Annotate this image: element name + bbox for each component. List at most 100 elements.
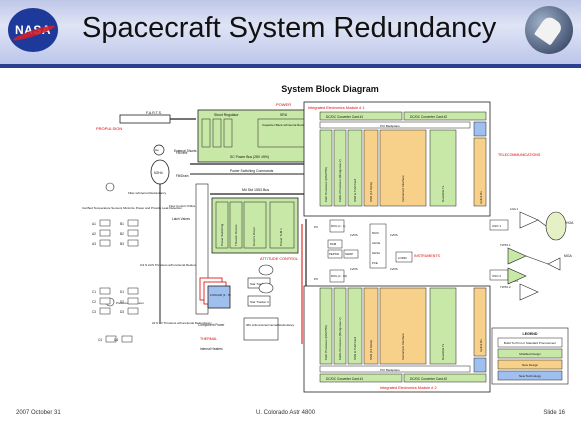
thruster-a1-label: A1 [92,222,96,226]
slide-title: Spacecraft System Redundancy [82,12,496,45]
thruster-drivers-card-label: Thruster Drivers [234,224,238,246]
iem-2-card-label-5: Downlink Tx [441,343,445,360]
mga-label: MGA [564,254,572,258]
mga-icon [548,258,560,270]
iem-1-card-label-3: SSR (16 Gbits) [369,182,373,202]
iem-1-card-label-0: C&C Processor (RAD750) [324,167,328,202]
legend-label-0: Build To Print or Standard Procurement [504,341,556,345]
thruster-d4-icon [122,336,132,342]
alice-label: ALICE [372,241,380,245]
legend-label-3: New Technology [519,374,541,378]
shunt-label: Shunt Regulator [214,113,239,117]
iem-2-card-label-0: C&C Processor (RAD750) [324,325,328,360]
latch-valves-label: Latch Valves [172,217,190,221]
thruster-b3-label: B3 [120,242,124,246]
thruster-d2-label: D2 [120,300,124,304]
tank-label: N2H4 [154,171,163,175]
thruster-c1-label: C1 [92,290,96,294]
iem-2-card-label-3: SSR (16 Gbits) [369,340,373,360]
hga-dish-icon [546,212,566,240]
component-power-label: Component Power [198,323,225,327]
thruster-d1-label: D1 [120,290,124,294]
diagram-title: System Block Diagram [281,84,379,94]
footer-slide-number: Slide 16 [543,410,565,416]
pce-label: PCE [372,261,378,265]
helium-label: He [155,148,159,152]
shuttle-icon [534,14,564,45]
thruster-d3-label: D3 [120,310,124,314]
fill-drain-label: Fill/Drain [176,174,189,178]
iem-2-pci-label: PCI Backplane [380,368,400,372]
power-bus-label: SC Power Bus (28V ±5%) [230,155,269,159]
header-divider [0,64,581,68]
thruster-d4-label: D4 [114,338,118,342]
iem-2-rex [474,358,486,372]
filter-label: Filter w/Internal Redundancy [128,191,167,195]
iem-1-card-label-4: Instrument Interface [401,175,405,202]
legend-label-1: Modified Design [519,352,541,356]
iem-1-uplink-label: Uplink Rx [479,191,483,204]
reaction-wheel-box [208,286,230,308]
legend-title: LEGEND [523,332,538,336]
power-section: POWER F.A.R.T.S. Shunt Regulator SRU Cap… [120,102,328,174]
solar-array [120,115,170,123]
sru-label: SRU [280,113,288,117]
thruster-c4-label: C4 [98,338,102,342]
thruster-d1-icon [128,288,138,294]
iem-1-cards: C&C Processor (RAD750)C&DH Processor (Mo… [320,130,456,206]
iem-2-card-label-1: C&DH Processor (Mongoose-V) [338,317,342,360]
thruster-a2-icon [100,230,110,236]
instruments-label: INSTRUMENTS [414,254,441,258]
legend: LEGEND Build To Print or Standard Procur… [492,328,568,384]
mil-std-bus-label: Mil Std 1553 Bus [242,188,269,192]
iem-2-card1-label: DC/DC Converter Card #1 [326,377,363,381]
swap-label: SWAP [345,252,353,256]
thruster-a3-icon [100,240,110,246]
iem-1-card-label-2: SSR & TLM Card [353,179,357,202]
thruster-b2-label: B2 [120,232,124,236]
thruster-c1-icon [100,288,110,294]
lorri-label: LORRI [398,256,407,260]
iem-1-card1-label: DC/DC Converter Card #1 [326,115,363,119]
iem-2-cards: C&C Processor (RAD750) C&DH Processor (Mo… [320,288,456,364]
power-label: POWER [276,102,291,107]
iem-1-rex [474,122,486,136]
hga-label: HGA [566,221,574,225]
rios-1-label: RIOs (1 : 1) [331,224,346,228]
iem-1: Integrated Electronics Module # 1 DC/DC … [304,102,490,216]
thruster-b1-icon [128,220,138,226]
legend-label-2: New Design [522,363,539,367]
iem-1-card2-label: DC/DC Converter Card #2 [410,115,447,119]
footer-date: 2007 October 31 [16,410,61,416]
telecom-label: TELECOMMUNICATIONS [498,153,541,157]
thruster-c2-label: C2 [92,300,96,304]
mvic-label: MVIC [372,231,379,235]
iem-2-card-label-2: SSR & TLM Card [353,337,357,360]
thruster-d3-icon [128,308,138,314]
driver-card-label: Driver's Driver [252,227,256,246]
thruster-a3-label: A3 [92,242,96,246]
propulsion-label: PROPULSION [96,126,122,131]
power-switching-card-label: Power Switching [220,223,224,246]
thruster-b1-label: B1 [120,222,124,226]
thruster-c2-icon [100,298,110,304]
shuttle-mission-patch [525,6,573,54]
thruster-c3-icon [100,308,110,314]
iem-1-pci-label: PCI Backplane [380,124,400,128]
fa-label: F.A.R.T.S. [146,111,162,115]
iem-2-card2-label: DC/DC Converter Card #2 [410,377,447,381]
star-tracker-2-label: Star Tracker 2 [250,300,269,304]
reaction-wheel-label: LN/G/AD (1 : 5) [210,293,231,297]
propulsion-section: PROPULSION N2H4 He Fill/Vent Fill/Drain … [82,126,212,342]
twta-1-label: TWTA 1 [500,243,511,247]
power-switching-label: Power Switching Commands [230,169,274,173]
thruster-b2-icon [128,230,138,236]
bus-label-3: LVDS [390,233,398,237]
system-block-diagram: System Block Diagram POWER F.A.R.T.S. Sh… [80,74,580,396]
iem-2-label: Integrated Electronics Module # 2 [380,386,437,390]
iem-2-uplink-label: Uplink Rx [479,339,483,352]
iem-2: C&C Processor (RAD750) C&DH Processor (Mo… [304,286,490,392]
iem-1-label: Integrated Electronics Module # 1 [308,106,365,110]
lna-1-label: LNA 1 [510,207,519,211]
